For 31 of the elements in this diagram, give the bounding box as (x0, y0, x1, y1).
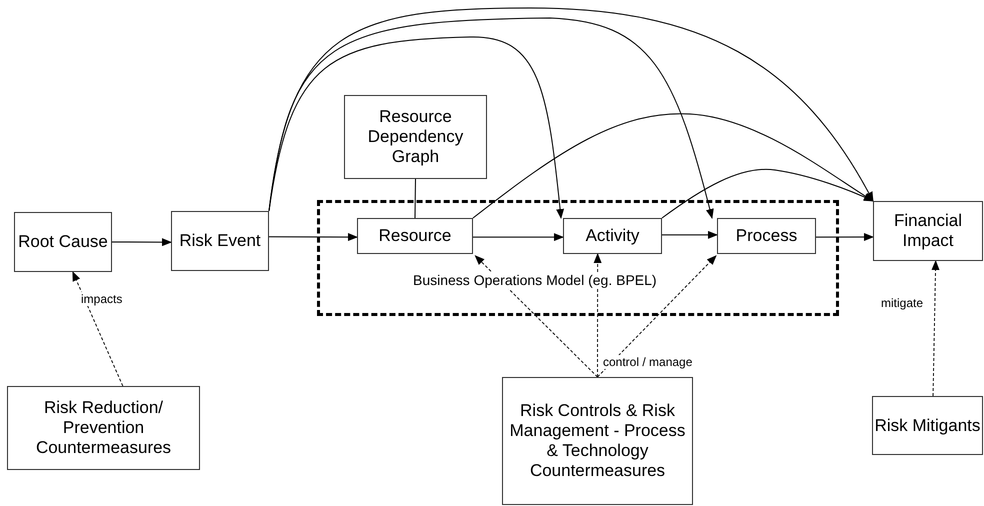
connector-line (414, 178, 416, 218)
edge-label: control / manage (602, 355, 694, 369)
arrow (268, 8, 874, 212)
arrow (662, 168, 874, 218)
process-box: Risk Event (171, 211, 269, 271)
arrow (112, 238, 172, 246)
arrow (594, 253, 602, 378)
arrow (472, 233, 564, 242)
dashed-group-box (317, 200, 839, 316)
edge-label: mitigate (880, 296, 924, 310)
arrow (932, 260, 940, 396)
arrow (268, 36, 564, 219)
arrow (816, 233, 874, 242)
arrow (72, 271, 124, 386)
edge-label: impacts (80, 292, 124, 306)
group-label: Business Operations Model (eg. BPEL) (411, 272, 659, 289)
process-box: Process (717, 218, 816, 254)
process-box: Financial Impact (873, 201, 983, 261)
arrow (597, 255, 717, 378)
process-box: Risk Mitigants (872, 396, 983, 455)
process-box: Resource (357, 218, 473, 254)
arrow (268, 233, 358, 242)
arrow (662, 230, 718, 239)
arrow (268, 18, 714, 219)
arrow (474, 255, 598, 378)
process-box: Risk Reduction/ Prevention Countermeasures (7, 386, 200, 470)
process-box: Risk Controls & Risk Management - Process & Technology Countermeasures (502, 377, 693, 505)
process-box: Resource Dependency Graph (344, 95, 487, 179)
process-box: Root Cause (14, 212, 112, 272)
process-box: Activity (563, 218, 662, 254)
arrow (472, 113, 874, 218)
